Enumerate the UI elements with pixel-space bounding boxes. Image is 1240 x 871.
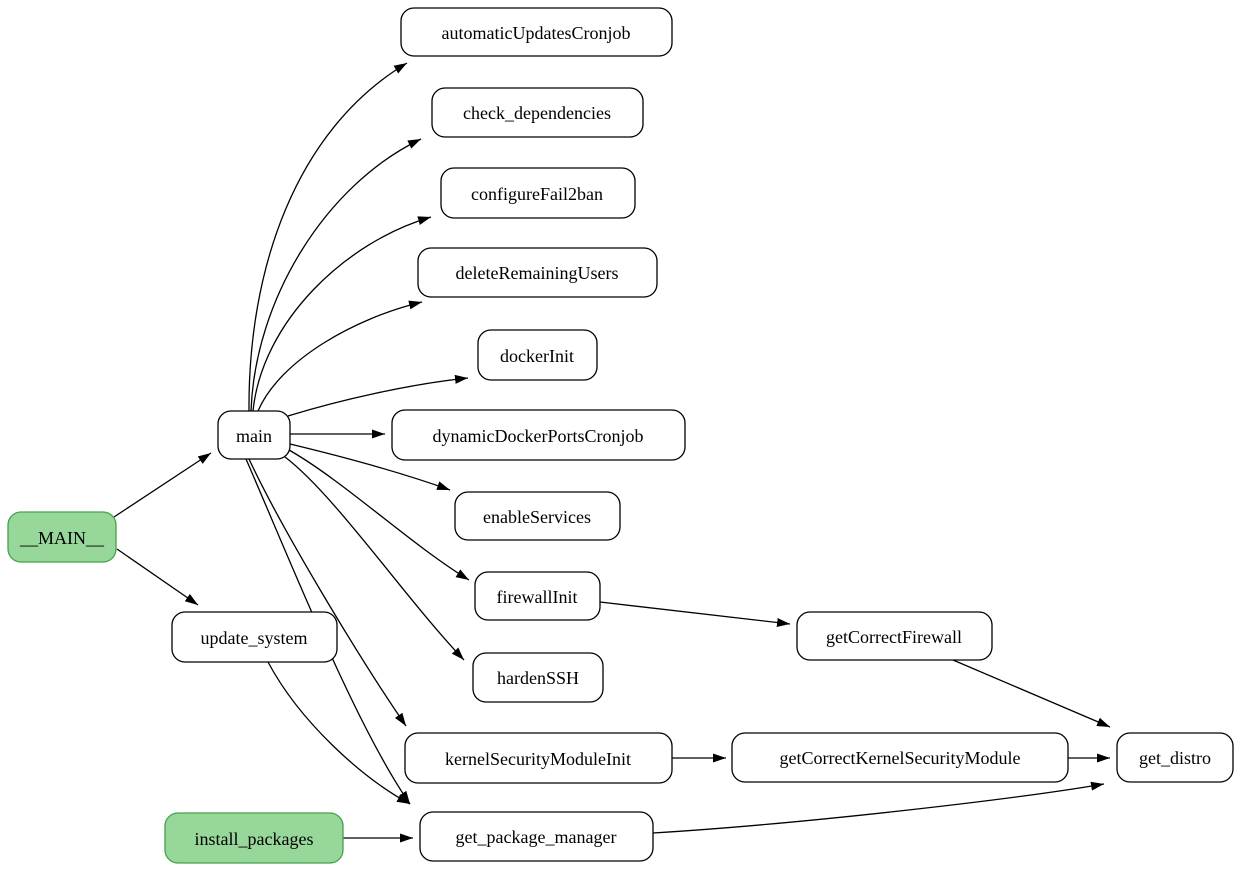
node-kernelSecurityModuleInit: kernelSecurityModuleInit xyxy=(404,732,673,784)
node-label: __MAIN__ xyxy=(19,528,105,548)
node-box xyxy=(796,611,993,661)
node-box xyxy=(391,409,686,461)
edge-main-to-firewallInit xyxy=(288,449,470,581)
edge-update_system-to-get_package_manager xyxy=(267,661,411,805)
node-box xyxy=(731,732,1069,783)
edge-main-to-deleteRemainingUsers xyxy=(257,300,423,412)
node-label: deleteRemainingUsers xyxy=(456,263,619,283)
nodes: __MAIN__ main update_system install_pack… xyxy=(7,7,1234,864)
edge-firewallInit-to-getCorrectFirewall xyxy=(599,601,791,627)
node-get_distro: get_distro xyxy=(1116,732,1234,783)
node-box xyxy=(454,491,621,541)
node-box xyxy=(404,732,673,784)
edge-main-to-configureFail2ban xyxy=(252,216,432,412)
node-getCorrectFirewall: getCorrectFirewall xyxy=(796,611,993,661)
edge-get_package_manager-to-get_distro xyxy=(652,781,1105,834)
node-get_package_manager: get_package_manager xyxy=(419,811,654,862)
node-label: hardenSSH xyxy=(497,668,579,688)
node-main: main xyxy=(217,410,291,460)
node-label: dockerInit xyxy=(500,346,574,366)
node-box xyxy=(419,811,654,862)
edge-__MAIN__-to-main xyxy=(113,452,212,518)
node-box xyxy=(164,812,344,864)
edge-main-to-check_dependencies xyxy=(250,138,422,412)
node-box xyxy=(474,571,601,621)
node-label: kernelSecurityModuleInit xyxy=(445,749,631,769)
node-label: get_distro xyxy=(1139,748,1211,768)
node-__MAIN__: __MAIN__ xyxy=(7,511,117,563)
node-label: enableServices xyxy=(483,507,591,527)
node-box xyxy=(400,7,673,57)
edge-__MAIN__-to-update_system xyxy=(116,548,199,606)
edge-main-to-hardenSSH xyxy=(284,456,465,661)
edge-getCorrectFirewall-to-get_distro xyxy=(952,659,1111,728)
node-install_packages: install_packages xyxy=(164,812,344,864)
node-box xyxy=(472,652,604,703)
node-label: update_system xyxy=(201,628,308,648)
node-hardenSSH: hardenSSH xyxy=(472,652,604,703)
edge-main-to-kernelSecurityModuleInit xyxy=(248,458,407,727)
node-label: automaticUpdatesCronjob xyxy=(442,23,631,43)
node-enableServices: enableServices xyxy=(454,491,621,541)
node-label: getCorrectKernelSecurityModule xyxy=(780,748,1021,768)
node-firewallInit: firewallInit xyxy=(474,571,601,621)
edge-main-to-automaticUpdatesCronjob xyxy=(248,62,408,412)
node-label: main xyxy=(236,426,272,446)
node-label: getCorrectFirewall xyxy=(826,627,962,647)
node-automaticUpdatesCronjob: automaticUpdatesCronjob xyxy=(400,7,673,57)
node-label: configureFail2ban xyxy=(471,184,603,204)
node-configureFail2ban: configureFail2ban xyxy=(440,167,636,219)
node-box xyxy=(217,410,291,460)
node-dockerInit: dockerInit xyxy=(477,329,598,381)
node-dynamicDockerPortsCronjob: dynamicDockerPortsCronjob xyxy=(391,409,686,461)
node-box xyxy=(440,167,636,219)
node-label: check_dependencies xyxy=(463,103,611,123)
edge-main-to-dockerInit xyxy=(287,374,469,417)
node-label: dynamicDockerPortsCronjob xyxy=(433,426,644,446)
node-box xyxy=(171,611,338,663)
node-box xyxy=(7,511,117,563)
node-box xyxy=(417,247,658,298)
node-label: firewallInit xyxy=(497,587,578,607)
node-update_system: update_system xyxy=(171,611,338,663)
node-box xyxy=(1116,732,1234,783)
node-check_dependencies: check_dependencies xyxy=(431,87,644,138)
node-label: get_package_manager xyxy=(456,827,617,847)
node-box xyxy=(431,87,644,138)
edge-main-to-enableServices xyxy=(289,443,451,491)
node-deleteRemainingUsers: deleteRemainingUsers xyxy=(417,247,658,298)
node-box xyxy=(477,329,598,381)
node-label: install_packages xyxy=(195,829,314,849)
node-getCorrectKernelSecurityModule: getCorrectKernelSecurityModule xyxy=(731,732,1069,783)
